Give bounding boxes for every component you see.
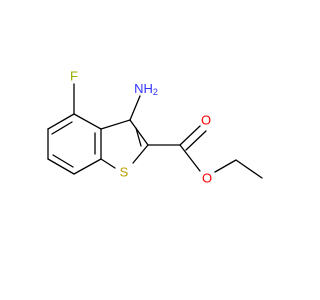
amino-group-label: NH2 — [134, 81, 158, 98]
bond — [47, 158, 75, 175]
bond — [235, 159, 263, 179]
bond — [100, 119, 131, 130]
fluorine-atom-label: F — [70, 69, 78, 84]
sulfur-atom-label: S — [120, 165, 129, 180]
bond — [135, 127, 142, 147]
structure-svg: NH2 F S O O — [47, 69, 263, 186]
bond — [47, 113, 75, 130]
bond — [51, 121, 73, 135]
bond — [129, 95, 141, 121]
bond — [179, 125, 201, 146]
ester-oxygen-label: O — [202, 171, 212, 186]
bond — [52, 154, 74, 168]
bond — [73, 113, 102, 130]
carbonyl-oxygen-label: O — [201, 113, 211, 128]
bond — [132, 144, 149, 164]
bond — [73, 158, 102, 175]
bond — [179, 144, 201, 172]
bond — [214, 159, 237, 173]
bond — [100, 158, 116, 169]
bond — [129, 119, 149, 146]
bond — [185, 130, 207, 151]
molecule-diagram: NH2 F S O O — [47, 69, 263, 186]
